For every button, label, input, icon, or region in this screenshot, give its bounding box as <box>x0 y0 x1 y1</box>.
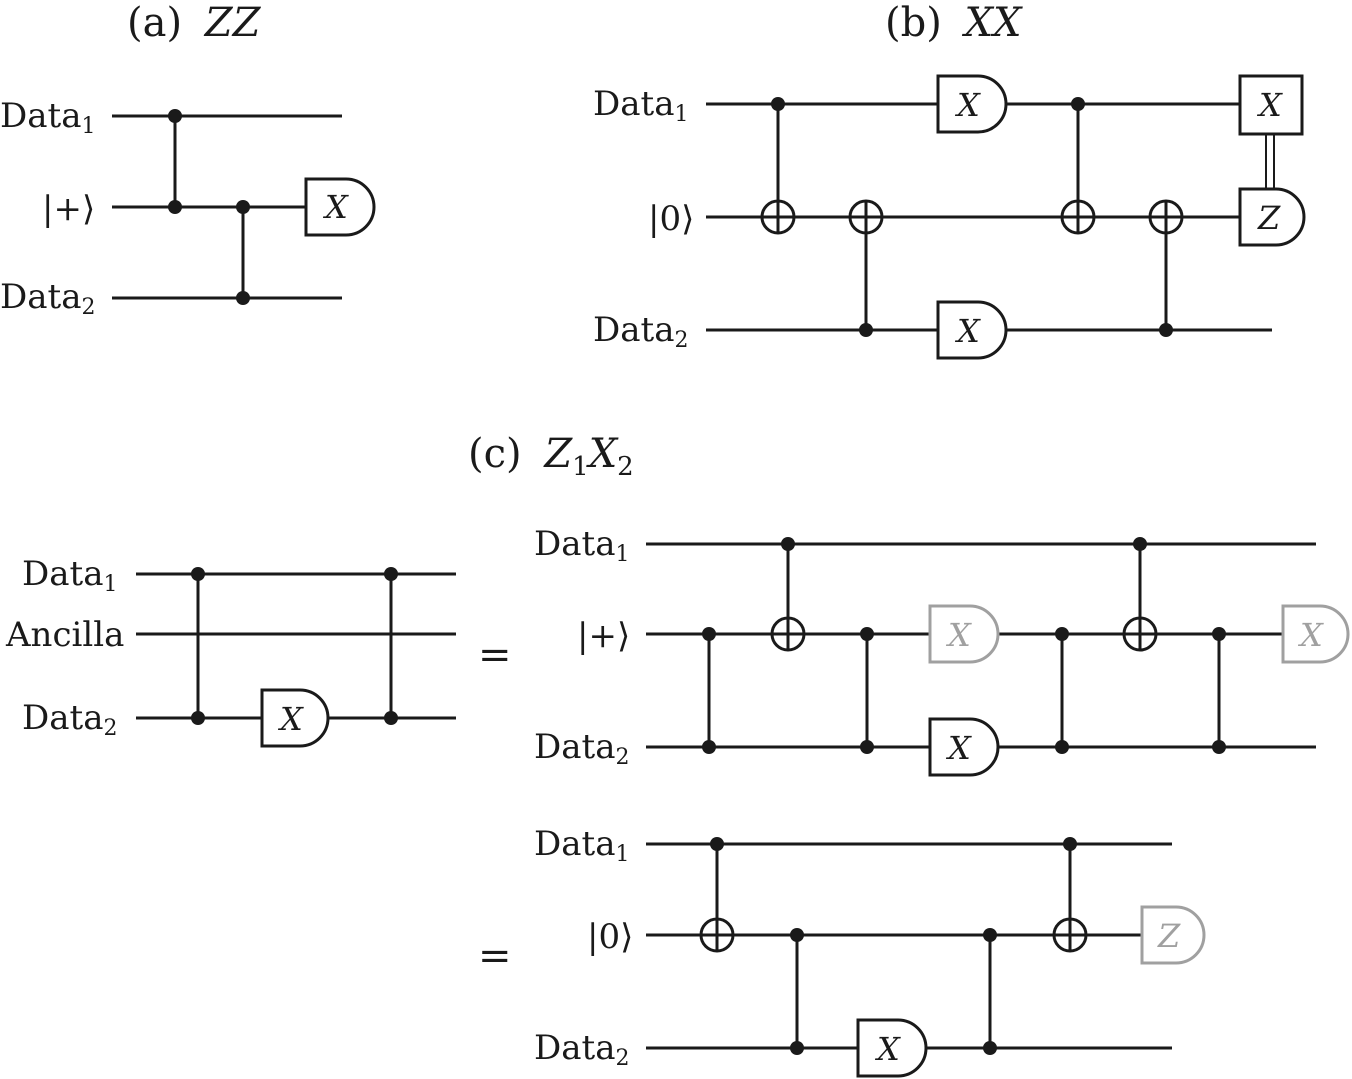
measure-x-gate <box>304 177 376 237</box>
measure-x-gate <box>928 717 1000 777</box>
control-dot <box>702 740 716 754</box>
control-dot <box>790 928 804 942</box>
panel-b-name: XX <box>962 0 1023 46</box>
label-plus-state: |+⟩ <box>577 616 630 656</box>
control-dot <box>1055 627 1069 641</box>
label-data2: Data2 <box>534 727 629 770</box>
measure-z-gate <box>1238 187 1306 247</box>
label-data2: Data2 <box>593 310 688 353</box>
gate-label-z-gray: Z <box>1157 917 1181 955</box>
control-dot <box>384 567 398 581</box>
control-dot <box>983 1041 997 1055</box>
panel-c-right-top-circuit: Data1 |+⟩ Data2 X X <box>534 524 1350 777</box>
control-dot <box>1212 627 1226 641</box>
label-plus-state: |+⟩ <box>42 189 95 229</box>
measure-x-gate <box>936 74 1008 134</box>
panel-c-title: (c) Z1X2 <box>468 431 634 482</box>
panel-b-title: (b) XX <box>885 0 1023 46</box>
panel-c-tag: (c) <box>468 431 522 477</box>
label-data1: Data1 <box>22 554 117 597</box>
gate-label-x: X <box>874 1030 901 1068</box>
label-data1: Data1 <box>0 96 95 139</box>
control-dot <box>168 200 182 214</box>
measure-x-gate-gray <box>1281 604 1350 664</box>
control-dot <box>1133 537 1147 551</box>
label-data2: Data2 <box>534 1028 629 1071</box>
gate-label-x: X <box>277 700 304 738</box>
label-zero-state: |0⟩ <box>648 199 694 239</box>
panel-c-left-circuit: Data1 Ancilla Data2 X <box>5 554 456 748</box>
control-dot <box>860 627 874 641</box>
control-dot <box>771 97 785 111</box>
label-data2: Data2 <box>22 698 117 741</box>
panel-a-title: (a) ZZ <box>127 0 262 46</box>
measure-x-gate <box>260 688 330 748</box>
panel-b: (b) XX Data1 |0⟩ Data2 X X <box>593 0 1306 360</box>
control-dot <box>384 711 398 725</box>
label-data2: Data2 <box>0 277 95 320</box>
control-dot <box>1159 323 1173 337</box>
gate-label-x: X <box>954 312 981 350</box>
control-dot <box>236 291 250 305</box>
measure-x-gate <box>936 300 1008 360</box>
panel-b-tag: (b) <box>885 0 942 46</box>
control-dot <box>191 567 205 581</box>
control-dot <box>1055 740 1069 754</box>
measure-x-gate-gray <box>928 604 1000 664</box>
gate-label-x: X <box>954 86 981 124</box>
control-dot <box>1212 740 1226 754</box>
panel-a: (a) ZZ Data1 |+⟩ Data2 X <box>0 0 376 320</box>
control-dot <box>1071 97 1085 111</box>
control-dot <box>710 837 724 851</box>
control-dot <box>191 711 205 725</box>
label-data1: Data1 <box>534 524 629 567</box>
measure-x-gate <box>856 1018 928 1078</box>
equals-sign: = <box>478 933 512 979</box>
gate-label-x-gray: X <box>945 616 972 654</box>
equals-sign: = <box>478 632 512 678</box>
gate-label-x-gray: X <box>1297 616 1324 654</box>
control-dot <box>860 740 874 754</box>
control-dot <box>790 1041 804 1055</box>
gate-label-x: X <box>945 729 972 767</box>
gate-label-z: Z <box>1257 199 1281 237</box>
control-dot <box>702 627 716 641</box>
label-data1: Data1 <box>534 824 629 867</box>
control-dot <box>859 323 873 337</box>
panel-a-tag: (a) <box>127 0 182 46</box>
panel-c: (c) Z1X2 Data1 Ancilla Data2 X = = Data1 <box>5 431 1350 1078</box>
panel-a-name: ZZ <box>203 0 262 46</box>
control-dot <box>1063 837 1077 851</box>
control-dot <box>168 109 182 123</box>
control-dot <box>983 928 997 942</box>
gate-label-x: X <box>1256 86 1283 124</box>
gate-label-x: X <box>322 188 349 226</box>
control-dot <box>236 200 250 214</box>
label-data1: Data1 <box>593 84 688 127</box>
label-ancilla: Ancilla <box>5 615 124 655</box>
panel-c-right-bottom-circuit: Data1 |0⟩ Data2 X <box>534 824 1206 1078</box>
measure-z-gate-gray <box>1140 905 1206 965</box>
label-zero-state: |0⟩ <box>587 917 633 957</box>
x-correction-gate <box>1238 74 1304 136</box>
control-dot <box>781 537 795 551</box>
